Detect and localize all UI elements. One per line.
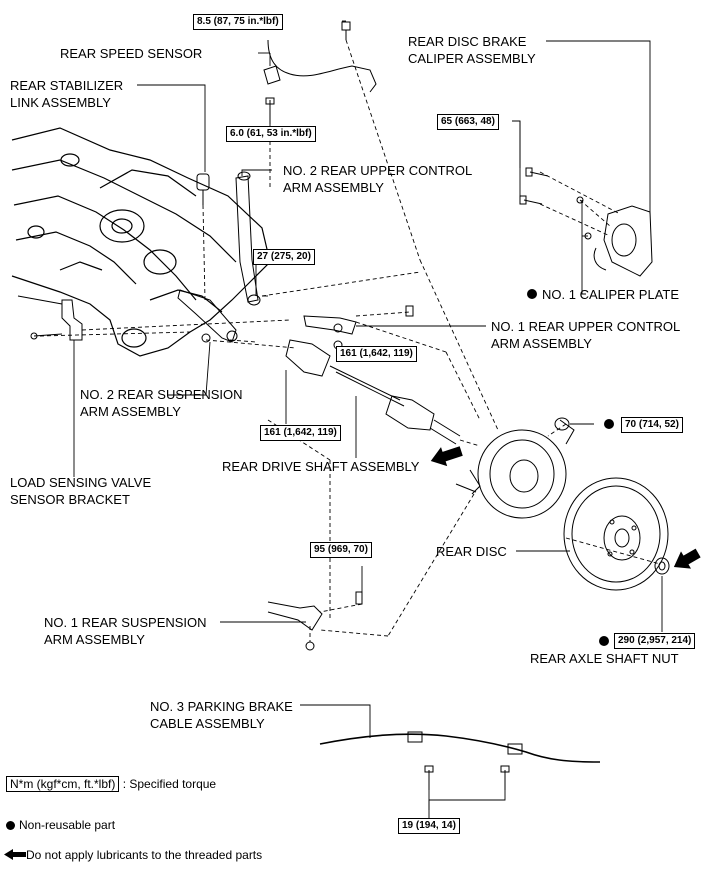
axle-nut xyxy=(654,557,670,575)
legend-no-lubricant-text: Do not apply lubricants to the threaded … xyxy=(26,848,263,862)
no2-upper-control-arm xyxy=(235,171,261,306)
torque-parking-cable: 19 (194, 14) xyxy=(398,818,460,834)
label-no3-parking-brake-cable: NO. 3 PARKING BRAKE CABLE ASSEMBLY xyxy=(150,699,293,731)
legend-no-lubricant: Do not apply lubricants to the threaded … xyxy=(4,847,262,863)
torque-upper-arm-no2: 27 (275, 20) xyxy=(253,249,315,265)
rear-speed-sensor xyxy=(263,21,377,120)
parking-brake-cable xyxy=(319,731,601,790)
label-no1-upper-control-arm: NO. 1 REAR UPPER CONTROL ARM ASSEMBLY xyxy=(491,319,681,351)
label-rear-disc-brake-caliper: REAR DISC BRAKE CALIPER ASSEMBLY xyxy=(408,34,536,66)
label-no2-upper-control-arm: NO. 2 REAR UPPER CONTROL ARM ASSEMBLY xyxy=(283,163,473,195)
legend-non-reusable: Non-reusable part xyxy=(6,817,115,833)
torque-speed-sensor-bottom: 6.0 (61, 53 in.*lbf) xyxy=(226,126,316,142)
hub-nut xyxy=(554,417,570,431)
rear-suspension-member xyxy=(11,127,271,357)
rear-disc-shape xyxy=(563,477,669,591)
no1-upper-control-arm xyxy=(303,305,414,350)
leader-lines xyxy=(73,20,663,818)
torque-hub-nut-70: 70 (714, 52) xyxy=(621,417,683,433)
stabilizer-link xyxy=(196,173,210,205)
label-no1-caliper-plate: NO. 1 CALIPER PLATE xyxy=(542,287,680,302)
label-no1-suspension-arm: NO. 1 REAR SUSPENSION ARM ASSEMBLY xyxy=(44,615,207,647)
legend-torque-box: N*m (kgf*cm, ft.*lbf) xyxy=(6,776,120,792)
non-reusable-dot-axle-nut xyxy=(599,636,609,646)
torque-drive-shaft-a: 161 (1,642, 119) xyxy=(336,346,417,362)
legend-torque-text: : Specified torque xyxy=(122,777,217,791)
label-rear-drive-shaft: REAR DRIVE SHAFT ASSEMBLY xyxy=(222,459,420,474)
non-reusable-dot-hub-nut xyxy=(604,419,614,429)
no1-suspension-arm xyxy=(267,591,363,651)
torque-drive-shaft-b: 161 (1,642, 119) xyxy=(260,425,341,441)
torque-speed-sensor-top: 8.5 (87, 75 in.*lbf) xyxy=(193,14,283,30)
label-rear-speed-sensor: REAR SPEED SENSOR xyxy=(60,46,203,61)
alignment-lines xyxy=(39,39,661,642)
torque-suspension-arm-no1: 95 (969, 70) xyxy=(310,542,372,558)
non-reusable-dot-icon xyxy=(6,821,15,830)
no-lube-arrow-drive-shaft xyxy=(430,446,463,467)
label-rear-disc: REAR DISC xyxy=(436,544,507,559)
no-lube-arrow-icon xyxy=(4,849,26,860)
axle-carrier xyxy=(455,419,575,519)
no2-suspension-arm xyxy=(177,289,238,343)
load-sensing-valve-bracket xyxy=(17,295,83,341)
torque-axle-nut: 290 (2,957, 214) xyxy=(614,633,696,649)
legend-torque: N*m (kgf*cm, ft.*lbf) : Specified torque xyxy=(6,776,216,792)
non-reusable-dot-caliper-plate xyxy=(527,289,537,299)
label-rear-axle-shaft-nut: REAR AXLE SHAFT NUT xyxy=(530,651,679,666)
legend-non-reusable-text: Non-reusable part xyxy=(19,818,116,832)
label-no2-suspension-arm: NO. 2 REAR SUSPENSION ARM ASSEMBLY xyxy=(80,387,243,419)
torque-caliper: 65 (663, 48) xyxy=(437,114,499,130)
no-lube-arrow-axle-nut xyxy=(673,548,701,569)
caliper-assembly xyxy=(519,167,653,277)
label-rear-stabilizer-link: REAR STABILIZER LINK ASSEMBLY xyxy=(10,78,124,110)
label-load-sensing-valve-bracket: LOAD SENSING VALVE SENSOR BRACKET xyxy=(10,475,152,507)
rear-drive-shaft xyxy=(285,339,461,445)
